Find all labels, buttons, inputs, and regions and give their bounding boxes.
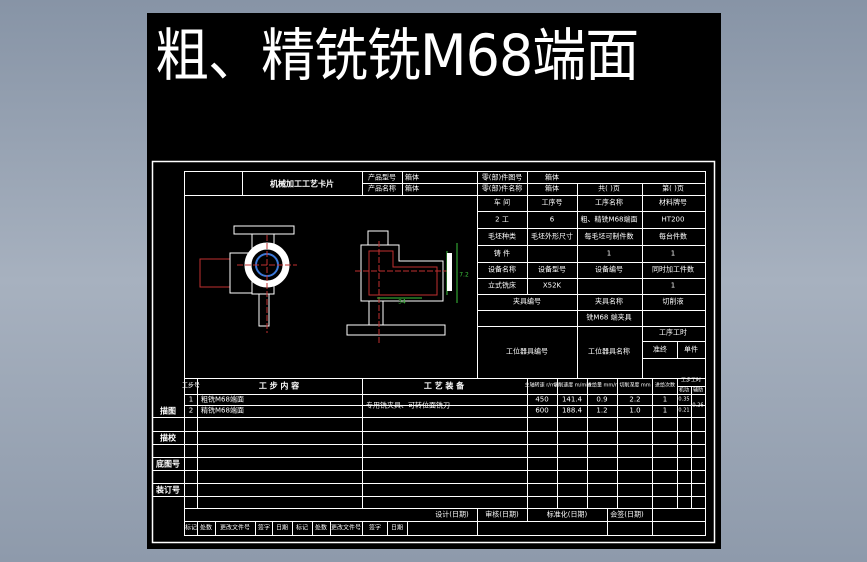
left-label-tracing: 描图 (160, 406, 176, 416)
step-equipment: 专用铣夹具、可转位面铣刀 (366, 401, 450, 410)
rev-sign: 签字 (257, 524, 271, 532)
info-cell: 毛坯外形尺寸 (531, 232, 573, 241)
info-cell: 设备名称 (488, 265, 516, 274)
time-aux-header: 辅助 (692, 387, 704, 394)
depth-header: 切削深度 mm (619, 382, 651, 389)
process-card-grid (151, 160, 716, 544)
coolant-label: 切削液 (662, 297, 684, 306)
page-number: 第( )页 (662, 184, 684, 193)
step-feed: 0.9 (596, 395, 608, 404)
part-drawing (199, 225, 458, 345)
step-content-header: 工 步 内 容 (258, 381, 300, 391)
rev-mark: 标记 (295, 524, 309, 532)
info-cell: HT200 (661, 215, 685, 224)
product-name: 箱体 (405, 184, 419, 193)
page-title: 粗、精铣铣M68端面 (155, 22, 639, 89)
tool-name-label: 工位器具名称 (588, 347, 630, 356)
time-unit-label: 单件 (684, 345, 698, 354)
sign-countersign: 会签(日期) (610, 510, 644, 519)
product-model-label: 产品型号 (368, 173, 396, 182)
info-cell: 毛坯种类 (488, 232, 516, 241)
fixture-name-label: 夹具名称 (595, 297, 623, 306)
info-cell: 材料牌号 (659, 198, 687, 207)
info-cell: 1 (670, 249, 676, 258)
equipment-header: 工 艺 装 备 (423, 381, 465, 391)
sign-standard: 标准化(日期) (546, 510, 588, 519)
rev-count: 处数 (199, 524, 213, 532)
info-cell: 2 工 (495, 215, 509, 224)
time-label: 工序工时 (659, 328, 687, 337)
time-setup-label: 准终 (653, 345, 667, 354)
step-time-aux: 0.26 (692, 402, 704, 409)
step-passes: 1 (662, 406, 668, 415)
step-speed: 600 (535, 406, 549, 415)
time-machine-header: 机动 (678, 387, 690, 394)
info-cell: 立式铣床 (488, 281, 516, 290)
info-cell: 1 (606, 249, 612, 258)
rev-date: 日期 (390, 524, 404, 532)
step-depth: 1.0 (629, 406, 641, 415)
part-model: 箱体 (545, 173, 559, 182)
step-time-header: 工步工时 (680, 377, 702, 384)
sign-review: 审核(日期) (485, 510, 519, 519)
step-speed: 450 (535, 395, 549, 404)
step-content: 精铣M68端面 (201, 406, 244, 415)
rev-count: 处数 (314, 524, 328, 532)
left-label-base: 底图号 (156, 459, 180, 469)
rev-mark: 标记 (184, 524, 198, 532)
fixture-name: 铣M68 端夹具 (586, 313, 632, 322)
info-cell: X52K (542, 281, 562, 290)
info-cell: 工序名称 (595, 198, 623, 207)
info-cell: 铸 件 (493, 249, 511, 258)
passes-header: 进给次数 (654, 382, 676, 389)
rev-date: 日期 (275, 524, 289, 532)
rev-doc: 更改文件号 (330, 524, 362, 532)
info-cell: 车 间 (493, 198, 511, 207)
rev-sign: 签字 (368, 524, 382, 532)
tool-no-label: 工位器具编号 (506, 347, 548, 356)
cut-speed-header: 切削速度 m/min (553, 382, 591, 389)
info-cell: 1 (670, 281, 676, 290)
dimension-label: 34 (398, 298, 406, 306)
step-no-header: 工步号 (181, 382, 201, 390)
step-passes: 1 (662, 395, 668, 404)
info-cell: 工序号 (541, 198, 563, 207)
step-feed: 1.2 (596, 406, 608, 415)
info-cell: 粗、精铣M68端面 (580, 215, 638, 224)
step-cut-speed: 188.4 (561, 406, 583, 415)
step-no: 1 (188, 395, 194, 404)
step-no: 2 (188, 406, 194, 415)
part-name-label: 零(部)件名称 (481, 184, 523, 193)
feed-header: 进给量 mm/r (586, 382, 618, 389)
step-time-machine: 0.35 (678, 396, 690, 403)
part-model-label: 零(部)件图号 (481, 173, 523, 182)
sign-design: 设计(日期) (435, 510, 469, 519)
info-cell: 设备编号 (595, 265, 623, 274)
info-cell: 6 (549, 215, 555, 224)
info-cell: 设备型号 (538, 265, 566, 274)
part-name: 箱体 (545, 184, 559, 193)
total-pages: 共( )页 (598, 184, 620, 193)
drawing-sheet: 粗、精铣铣M68端面 (147, 13, 721, 549)
product-model: 箱体 (405, 173, 419, 182)
card-title: 机械加工工艺卡片 (270, 179, 334, 189)
step-content: 粗铣M68端面 (201, 395, 244, 404)
step-time-machine: 0.21 (678, 407, 690, 414)
step-cut-speed: 141.4 (561, 395, 583, 404)
left-label-check: 描校 (160, 433, 176, 443)
step-depth: 2.2 (629, 395, 641, 404)
left-label-binding: 装订号 (156, 485, 180, 495)
info-cell: 同时加工件数 (652, 265, 694, 274)
info-cell: 每毛坯可制件数 (584, 232, 634, 241)
info-cell: 每台件数 (659, 232, 687, 241)
speed-header: 主轴转速 r/min (524, 382, 560, 389)
fixture-no-label: 夹具编号 (513, 297, 541, 306)
product-name-label: 产品名称 (368, 184, 396, 193)
dimension-label: 7.2 (459, 271, 469, 279)
rev-doc: 更改文件号 (219, 524, 251, 532)
